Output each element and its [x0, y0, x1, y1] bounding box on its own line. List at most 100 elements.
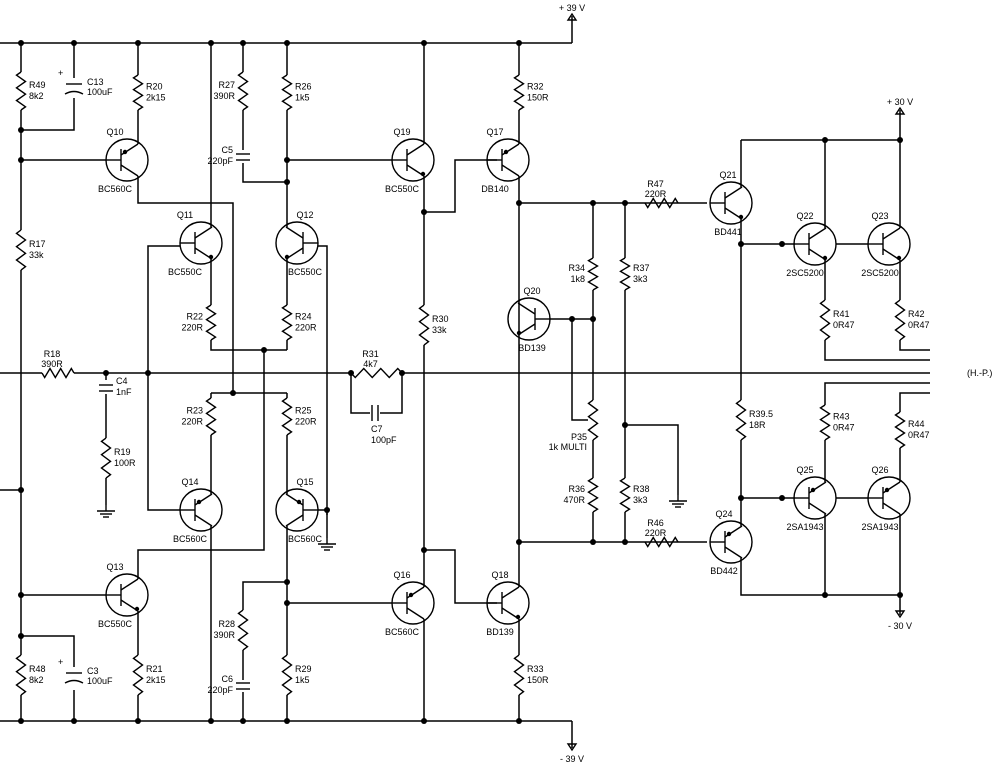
transistor-type: 2SC5200: [786, 268, 824, 278]
supply-rail: [894, 610, 906, 619]
capacitor-name: C4: [116, 376, 128, 386]
resistor-value: 2k15: [146, 93, 166, 103]
transistor-name: Q22: [796, 211, 813, 221]
resistor-value: 33k: [432, 325, 447, 335]
resistor-name: R38: [633, 484, 650, 494]
resistor-name: R28: [218, 619, 235, 629]
junction-dot: [208, 718, 214, 724]
resistor-name: R29: [295, 664, 312, 674]
transistor-q11: [179, 221, 223, 265]
transistor-name: Q18: [491, 570, 508, 580]
capacitor-value: 220pF: [207, 156, 233, 166]
resistor-r22: [205, 304, 217, 341]
transistor-name: Q25: [796, 465, 813, 475]
resistor-value: 390R: [41, 359, 63, 369]
wire: [571, 319, 588, 421]
resistor-name: R36: [568, 484, 585, 494]
resistor-name: R48: [29, 664, 46, 674]
junction-dot: [738, 495, 744, 501]
junction-dot: [738, 241, 744, 247]
capacitor-plate: [64, 679, 84, 684]
transistor-type: BC550C: [98, 619, 133, 629]
resistor-name: R24: [295, 312, 312, 322]
junction-dot: [284, 157, 290, 163]
resistor-name: R33: [527, 664, 544, 674]
wire: [21, 98, 75, 131]
wire: [740, 558, 900, 596]
junction-dot: [240, 40, 246, 46]
resistor-name: R32: [527, 82, 544, 92]
junction-dot: [208, 40, 214, 46]
junction-dot: [284, 579, 290, 585]
junction-dot: [324, 507, 330, 513]
resistor-value: 390R: [213, 91, 235, 101]
capacitor-value: 100uF: [87, 676, 113, 686]
resistor-name: R27: [218, 80, 235, 90]
potentiometer-name: P35: [571, 432, 587, 442]
resistor-r44: [894, 411, 906, 449]
transistor-name: Q13: [106, 562, 123, 572]
resistor-r26: [281, 74, 293, 111]
junction-dot: [18, 40, 24, 46]
resistor-value: 4k7: [363, 359, 378, 369]
supply-rail-label: + 39 V: [559, 3, 585, 13]
junction-dot: [284, 718, 290, 724]
wire: [147, 373, 180, 511]
resistor-value: 220R: [295, 417, 317, 427]
transistor-name: Q17: [486, 127, 503, 137]
capacitor-value: 1nF: [116, 387, 132, 397]
resistor-r19: [100, 437, 112, 479]
capacitor-name: C6: [221, 674, 233, 684]
transistor-q14: [179, 488, 223, 532]
transistor-q24: [709, 520, 753, 564]
transistor-type: 2SA1943: [786, 522, 823, 532]
resistor-r30: [418, 304, 430, 346]
resistor-r18: [41, 367, 75, 379]
resistor-name: R42: [908, 309, 925, 319]
junction-dot: [822, 592, 828, 598]
resistor-r33: [513, 654, 525, 696]
wire: [424, 549, 497, 604]
wire: [137, 350, 265, 579]
transistor-q10: [105, 138, 149, 182]
junction-dot: [135, 718, 141, 724]
junction-dot: [779, 495, 785, 501]
junction-dot: [779, 241, 785, 247]
resistor-name: R22: [186, 312, 203, 322]
wire: [210, 340, 287, 351]
wire: [380, 373, 403, 414]
junction-dot: [516, 539, 522, 545]
wire: [242, 581, 287, 610]
transistor-name: Q10: [106, 127, 123, 137]
ground-symbol: [669, 495, 687, 508]
resistor-r24: [281, 304, 293, 341]
resistor-value: 470R: [563, 495, 585, 505]
potentiometer-p35: [587, 399, 599, 441]
junction-dot: [569, 316, 575, 322]
potentiometer-value: 1k MULTI: [549, 442, 587, 452]
transistor-name: Q12: [296, 210, 313, 220]
resistor-r34: [587, 257, 599, 291]
resistor-r17: [15, 229, 27, 271]
junction-dot: [145, 370, 151, 376]
resistor-value: 1k5: [295, 93, 310, 103]
resistor-name: R20: [146, 82, 163, 92]
wire: [824, 340, 930, 361]
transistor-q21: [709, 181, 753, 225]
junction-dot: [622, 422, 628, 428]
junction-dot: [897, 137, 903, 143]
capacitor-polarity: +: [58, 68, 63, 78]
capacitor-name: C13: [87, 77, 104, 87]
resistor-name: R43: [833, 412, 850, 422]
transistor-type: BC550C: [385, 184, 420, 194]
resistor-name: R25: [295, 406, 312, 416]
resistor-r43: [819, 404, 831, 441]
resistor-value: 220R: [181, 323, 203, 333]
junction-dot: [421, 40, 427, 46]
transistor-q25: [793, 476, 837, 520]
resistor-r21: [132, 654, 144, 696]
resistor-value: 1k8: [570, 274, 585, 284]
resistor-name: R23: [186, 406, 203, 416]
resistor-r47: [644, 197, 679, 209]
